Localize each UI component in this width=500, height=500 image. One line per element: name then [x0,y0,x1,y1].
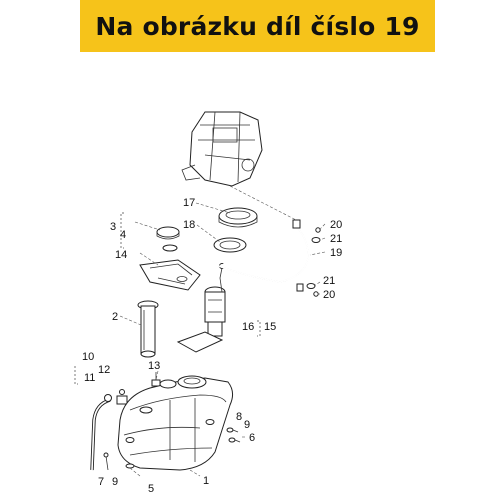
throttle-body-illustration [181,111,263,187]
label-7: 7 [98,476,104,488]
part-19-fuel-hose [218,219,309,292]
tank-screws [226,427,241,443]
label-12: 12 [98,364,110,376]
part-7-screw [103,452,109,471]
label-5: 5 [148,483,154,495]
label-9-left: 9 [112,476,118,488]
part-5-grommet [125,463,135,469]
part-4-cap [156,226,180,252]
label-2: 2 [112,311,118,323]
label-3: 3 [110,221,116,233]
label-11: 11 [84,372,95,384]
label-16: 16 [242,321,254,333]
part-2-level-sensor [137,300,159,358]
label-6: 6 [249,432,255,444]
label-14: 14 [115,249,127,261]
label-15: 15 [264,321,276,333]
label-13: 13 [148,360,160,372]
banner-title: Na obrázku díl číslo 19 [95,11,420,41]
part-12-fitting [116,389,128,405]
label-10: 10 [82,351,94,363]
label-9-right: 9 [244,419,250,431]
label-21-top: 21 [330,233,342,245]
part-18-gasket [213,237,247,253]
label-4: 4 [120,229,126,241]
clamp-screws [306,227,321,297]
part-16-fuel-pump [176,263,226,353]
label-8: 8 [236,411,242,423]
label-1: 1 [203,475,209,487]
part-1-fuel-tank [117,375,234,471]
label-20-bottom: 20 [323,289,335,301]
label-20-top: 20 [330,219,342,231]
label-18: 18 [183,219,195,231]
part-14-cover-plate [139,259,201,291]
part-11-breather-pipe [90,394,112,471]
label-21-bottom: 21 [323,275,335,287]
part-13-fitting [151,372,161,387]
title-banner: Na obrázku díl číslo 19 [80,0,435,52]
label-19: 19 [330,247,342,259]
label-17: 17 [183,197,195,209]
part-17-ring [218,207,258,228]
